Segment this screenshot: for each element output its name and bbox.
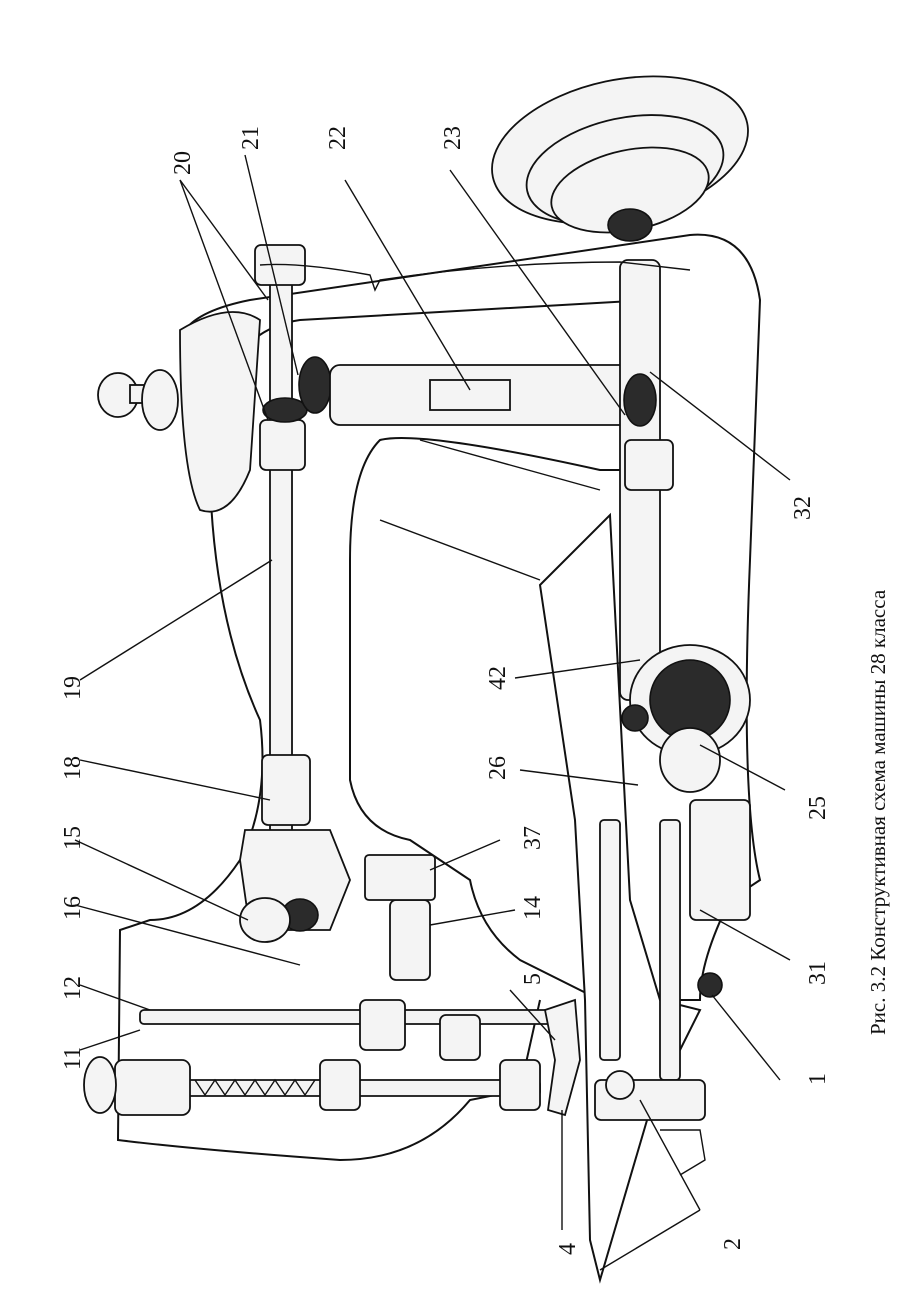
label-37: 37: [520, 826, 546, 850]
top-cover: [179, 311, 261, 513]
label-31: 31: [805, 961, 831, 985]
label-2: 2: [720, 1238, 746, 1250]
label-15: 15: [60, 826, 86, 850]
handwheel: [491, 75, 749, 242]
label-42: 42: [485, 666, 511, 690]
label-23: 23: [440, 126, 466, 150]
label-11: 11: [60, 1047, 86, 1070]
machine-drawing: [83, 75, 762, 1284]
label-1: 1: [805, 1073, 831, 1085]
needle-bar: [139, 1009, 561, 1025]
label-14: 14: [520, 896, 546, 920]
label-25: 25: [805, 796, 831, 820]
label-20: 20: [170, 151, 196, 175]
label-5: 5: [520, 973, 546, 985]
presser-spring: [114, 1059, 316, 1116]
label-16: 16: [60, 896, 86, 920]
label-12: 12: [60, 976, 86, 1000]
feed-mechanism: [594, 799, 751, 1176]
figure-caption: Рис. 3.2 Конструктивная схема машины 28 …: [866, 589, 890, 1035]
label-4: 4: [555, 1243, 581, 1255]
label-18: 18: [60, 756, 86, 780]
label-22: 22: [325, 126, 351, 150]
label-19: 19: [60, 676, 86, 700]
thread-path: [259, 261, 691, 292]
label-32: 32: [790, 496, 816, 520]
presser-foot: [543, 998, 581, 1117]
part-labels: 20 21 22 23 32 19 18 15 16 12 11 42 26 3…: [60, 126, 831, 1255]
leader-lines: [74, 154, 791, 1271]
thread-tension: [389, 899, 431, 981]
label-26: 26: [485, 756, 511, 780]
label-21: 21: [238, 126, 264, 150]
